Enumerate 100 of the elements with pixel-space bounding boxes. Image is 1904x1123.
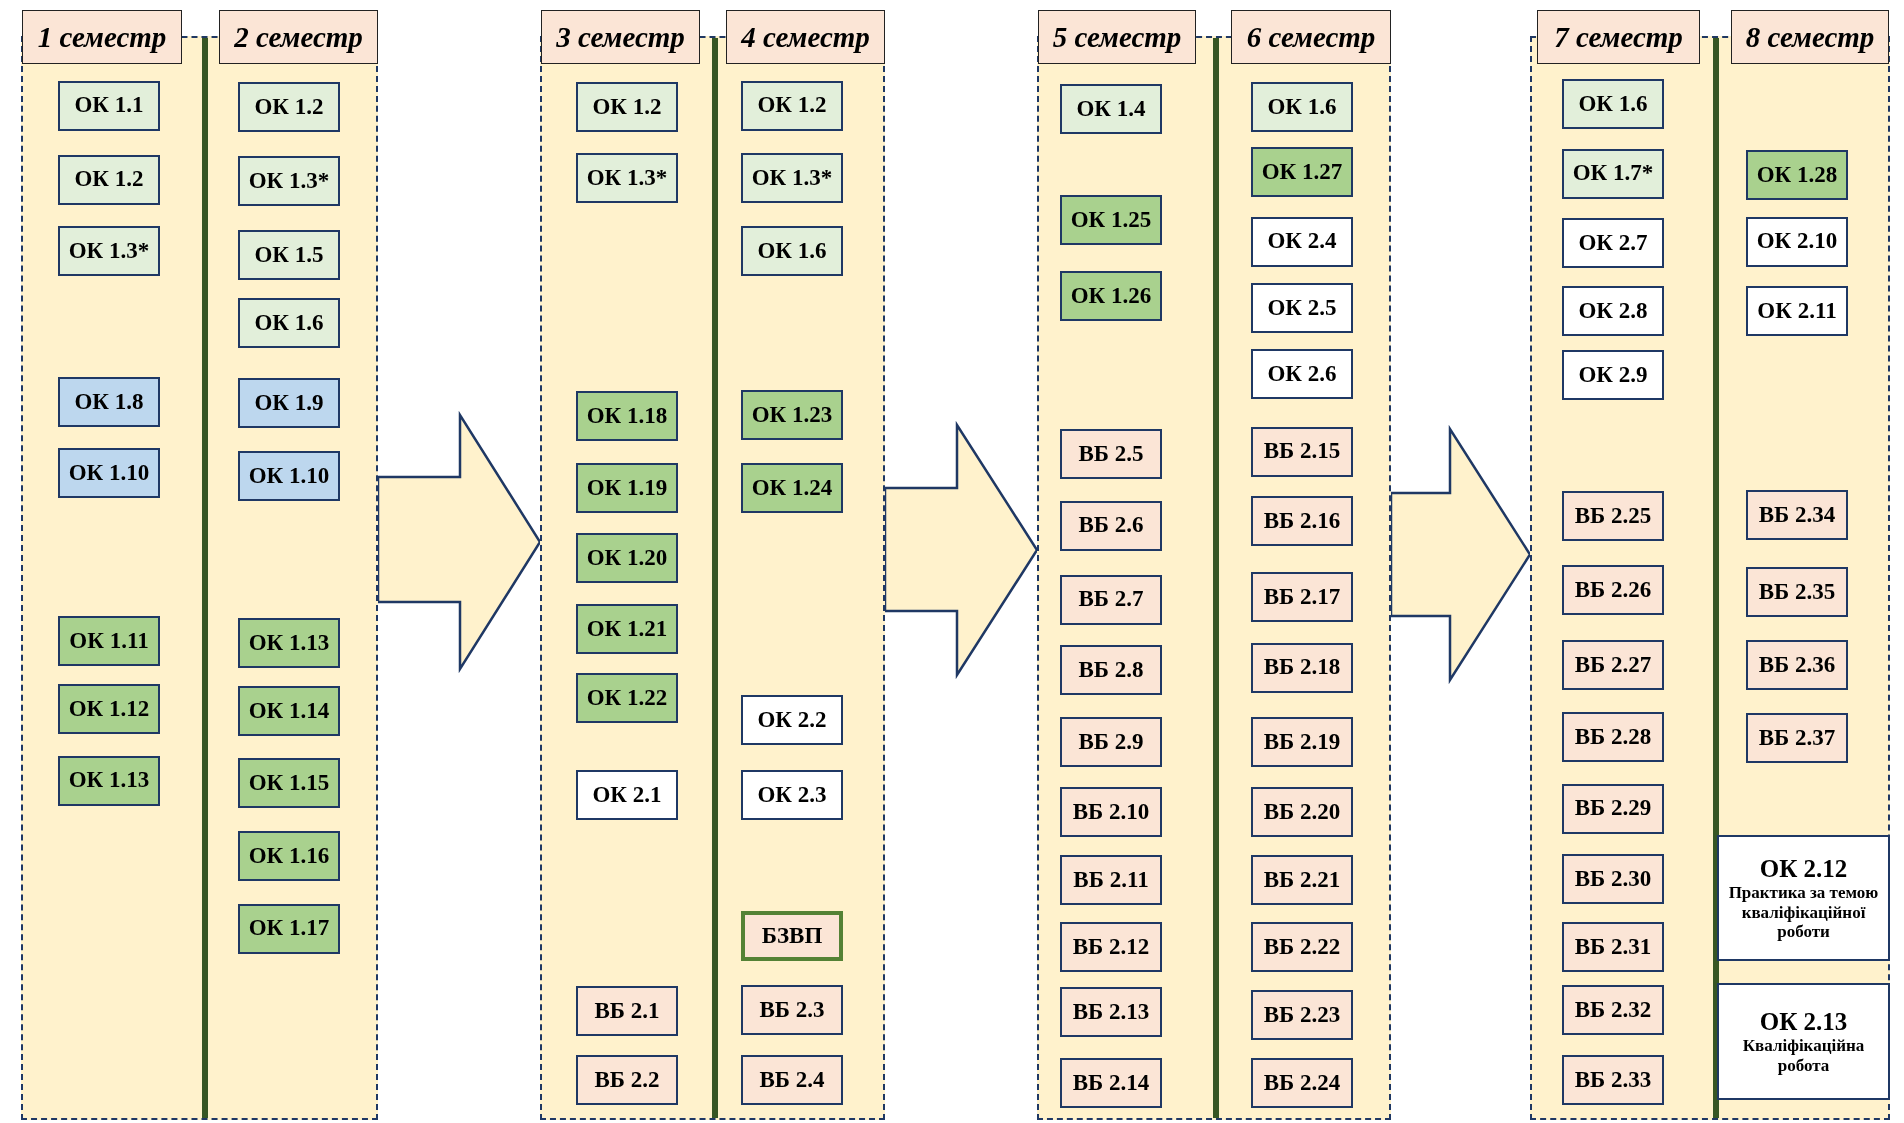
block-arrow	[1389, 424, 1532, 685]
course-box	[1251, 855, 1353, 906]
course-code: ОК 1.24	[751, 474, 833, 502]
course-code: ВБ 2.31	[1574, 933, 1652, 961]
course-code: ОК 2.13	[1759, 1007, 1848, 1037]
course-box	[576, 463, 678, 513]
course-box	[1251, 216, 1353, 267]
course-code: ОК 2.1	[592, 781, 662, 809]
course-box	[1060, 921, 1162, 972]
course-code: ВБ 2.6	[1078, 512, 1144, 539]
course-code: ОК 2.5	[1267, 295, 1337, 322]
course-box	[1562, 490, 1664, 541]
course-box	[58, 755, 160, 806]
course-title: Практика за темою кваліфікаційної роботи	[1727, 883, 1880, 943]
course-code: ВБ 2.34	[1758, 501, 1836, 528]
course-code: ОК 1.18	[586, 403, 668, 430]
course-code: ВБ 2.19	[1263, 728, 1341, 755]
course-box	[1717, 835, 1890, 962]
course-code: ОК 1.6	[1578, 91, 1648, 118]
semester-title: 7 семестр	[1554, 20, 1683, 54]
course-code: ВБ 2.18	[1263, 654, 1341, 681]
course-code: ОК 1.12	[68, 695, 150, 723]
course-code: ВБ 2.27	[1574, 652, 1652, 679]
course-code: ОК 1.21	[586, 615, 668, 643]
course-box	[58, 154, 160, 205]
course-box	[1060, 574, 1162, 625]
course-code: ОК 2.8	[1578, 297, 1648, 324]
course-code: ОК 1.14	[248, 698, 330, 725]
course-code: ОК 1.2	[74, 166, 144, 193]
course-code: ОК 2.7	[1578, 229, 1648, 256]
course-box	[1251, 716, 1353, 767]
semester-header	[541, 10, 700, 64]
course-box	[238, 155, 340, 206]
course-code: ОК 1.23	[751, 401, 833, 429]
course-box	[238, 81, 340, 132]
course-box	[1562, 285, 1664, 336]
course-code: ОК 1.3*	[751, 165, 833, 192]
course-code: ВБ 2.3	[759, 996, 825, 1024]
course-box	[1060, 645, 1162, 696]
course-code: ВБ 2.26	[1574, 576, 1652, 604]
course-box	[1562, 853, 1664, 904]
course-code: ОК 1.13	[68, 767, 150, 794]
course-box	[576, 533, 678, 584]
course-box	[1562, 217, 1664, 268]
course-code: ОК 1.1	[74, 92, 144, 119]
course-box	[58, 376, 160, 427]
semester-title: 4 семестр	[741, 20, 870, 54]
course-box	[741, 80, 843, 131]
course-code: ОК 1.5	[254, 241, 324, 269]
course-box	[238, 297, 340, 348]
semester-header	[1231, 10, 1391, 64]
course-box	[741, 153, 843, 204]
course-box	[1746, 489, 1848, 540]
course-box	[1562, 921, 1664, 972]
course-code: ОК 1.10	[68, 460, 150, 487]
course-code: ОК 1.3*	[248, 167, 330, 195]
course-code: ВБ 2.10	[1072, 798, 1150, 826]
course-code: ОК 1.26	[1070, 283, 1152, 310]
course-code: ОК 2.3	[757, 781, 827, 809]
course-box	[1060, 987, 1162, 1038]
course-code: ВБ 2.35	[1758, 579, 1836, 606]
course-box	[238, 229, 340, 280]
course-code: ОК 1.6	[757, 238, 827, 265]
course-code: ВБ 2.21	[1263, 866, 1341, 894]
course-code: ВБ 2.28	[1574, 723, 1652, 751]
course-box	[238, 686, 340, 737]
course-code: ВБ 2.29	[1574, 795, 1652, 822]
course-code: ОК 2.10	[1756, 228, 1838, 255]
course-box	[1746, 216, 1848, 267]
course-box	[1060, 429, 1162, 480]
course-code: ВБ 2.12	[1072, 933, 1150, 961]
course-box	[1746, 713, 1848, 764]
course-code: ОК 2.9	[1578, 361, 1648, 389]
course-box	[238, 758, 340, 808]
course-code: ОК 1.9	[254, 389, 324, 417]
course-code: ВБ 2.15	[1263, 438, 1341, 465]
course-box	[58, 448, 160, 499]
course-box	[1060, 855, 1162, 906]
course-box	[58, 616, 160, 666]
block-arrow	[883, 420, 1039, 680]
course-box	[741, 390, 843, 441]
course-box	[741, 463, 843, 513]
course-code: ВБ 2.25	[1574, 502, 1652, 530]
course-code: ВБ 2.22	[1263, 933, 1341, 961]
semester-header	[1731, 10, 1889, 64]
course-code: ОК 1.19	[586, 474, 668, 502]
course-box	[1251, 787, 1353, 838]
course-box	[576, 770, 678, 821]
semester-header	[219, 10, 378, 64]
course-box	[1562, 783, 1664, 834]
course-box	[1746, 567, 1848, 618]
course-code: ОК 2.6	[1267, 360, 1337, 388]
course-code: ОК 1.3*	[586, 165, 668, 192]
course-code: ОК 1.7*	[1572, 160, 1654, 187]
course-box	[1717, 983, 1890, 1100]
course-code: ВБ 2.4	[759, 1067, 825, 1094]
course-box	[1060, 716, 1162, 767]
semester-header	[1038, 10, 1196, 64]
course-box	[1251, 642, 1353, 693]
course-box	[1562, 640, 1664, 691]
